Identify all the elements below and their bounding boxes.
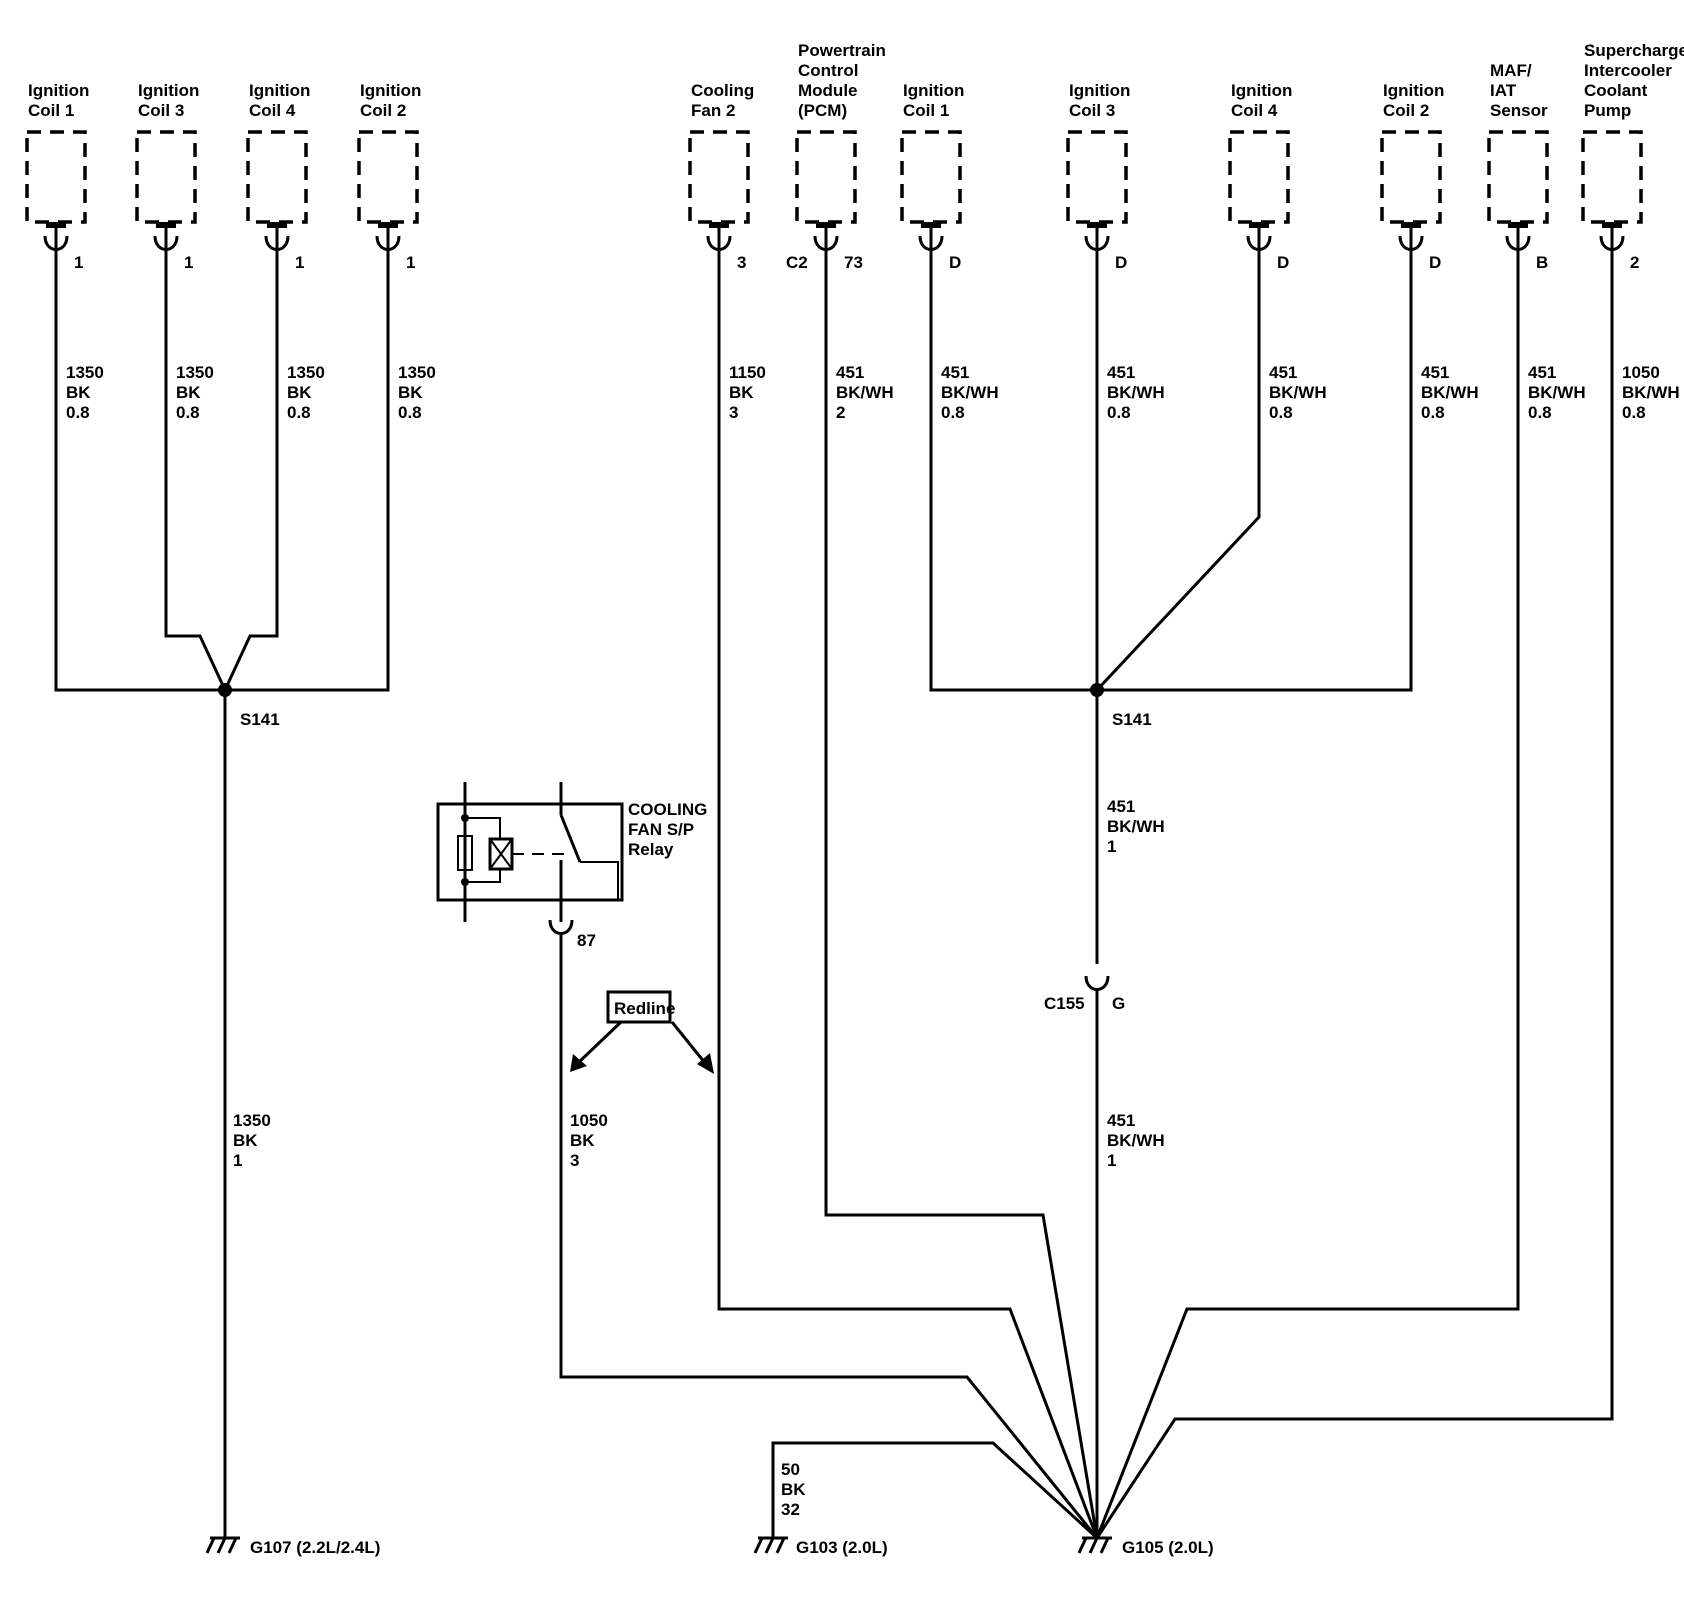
cooling-fan-relay: COOLING FAN S/P Relay 87 1050 BK 3 bbox=[436, 782, 712, 1170]
splice-dot-left bbox=[218, 683, 232, 697]
ground-g107-label: G107 (2.2L/2.4L) bbox=[250, 1538, 380, 1557]
component-box bbox=[135, 130, 197, 224]
component-box bbox=[688, 130, 750, 224]
component-box bbox=[1487, 130, 1549, 224]
component-box bbox=[246, 130, 308, 224]
redline-label: Redline bbox=[614, 999, 675, 1018]
ground-g107: G107 (2.2L/2.4L) bbox=[205, 1536, 380, 1557]
component-box bbox=[795, 130, 857, 224]
splice-left-label: S141 bbox=[240, 710, 280, 729]
pin-label: 1 bbox=[184, 253, 193, 272]
connector-c155: C155 G 451 BK/WH 1 bbox=[1044, 975, 1169, 1538]
component-box bbox=[1228, 130, 1290, 224]
right-trunk-lower-circuit: 451 BK/WH 1 bbox=[1107, 1111, 1169, 1170]
pin-label: 1 bbox=[74, 253, 83, 272]
ground-g103: G103 (2.0L) bbox=[753, 1536, 888, 1557]
relay-circuit: 1050 BK 3 bbox=[570, 1111, 613, 1170]
pin-label: D bbox=[1429, 253, 1441, 272]
right-trunk-upper-circuit: 451 BK/WH 1 bbox=[1107, 797, 1169, 856]
redline-callout: Redline bbox=[570, 990, 714, 1074]
left-trunk-circuit: 1350 BK 1 bbox=[233, 1111, 276, 1170]
relay-label: COOLING FAN S/P Relay bbox=[628, 800, 712, 859]
component-box bbox=[900, 130, 962, 224]
ground-g103-label: G103 (2.0L) bbox=[796, 1538, 888, 1557]
pin-label: 73 bbox=[844, 253, 863, 272]
pin-label: B bbox=[1536, 253, 1548, 272]
splice-dot-right bbox=[1090, 683, 1104, 697]
pin-label: 1 bbox=[406, 253, 415, 272]
g105-fan-in-wiring bbox=[559, 238, 1614, 1540]
ground-g105: G105 (2.0L) bbox=[1077, 1536, 1214, 1557]
splice-right-label: S141 bbox=[1112, 710, 1152, 729]
component-box bbox=[1380, 130, 1442, 224]
connector-c155-name: C155 bbox=[1044, 994, 1085, 1013]
component-box bbox=[1066, 130, 1128, 224]
pin-label: 2 bbox=[1630, 253, 1639, 272]
component-box bbox=[357, 130, 419, 224]
pin-label: 1 bbox=[295, 253, 304, 272]
pin-label: D bbox=[949, 253, 961, 272]
pin-label: D bbox=[1115, 253, 1127, 272]
component-box bbox=[1581, 130, 1643, 224]
g103-circuit: 50 BK 32 bbox=[781, 1460, 810, 1519]
connector-label: C2 bbox=[786, 253, 808, 272]
component-box bbox=[25, 130, 87, 224]
pin-label: D bbox=[1277, 253, 1289, 272]
pin-label: 3 bbox=[737, 253, 746, 272]
left-wiring: S141 1350 BK 1 bbox=[54, 238, 390, 1538]
connector-c155-pin: G bbox=[1112, 994, 1125, 1013]
ground-g105-label: G105 (2.0L) bbox=[1122, 1538, 1214, 1557]
relay-pin-87: 87 bbox=[577, 931, 596, 950]
right-coil-wiring: S141 451 BK/WH 1 bbox=[929, 238, 1413, 964]
